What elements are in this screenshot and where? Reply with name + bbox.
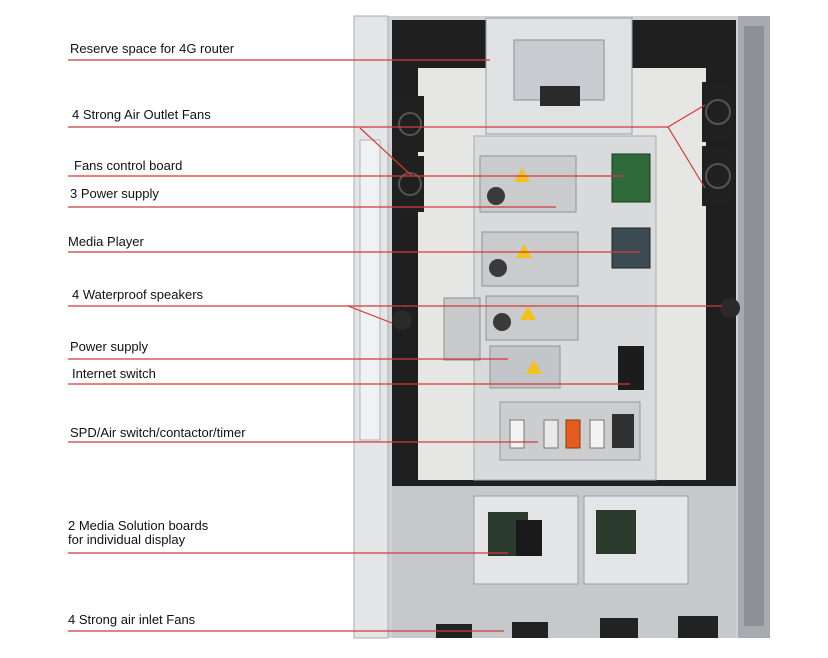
label-internet-switch: Internet switch bbox=[72, 366, 156, 381]
power-supplies bbox=[479, 155, 579, 389]
internet-switch bbox=[618, 346, 644, 390]
label-outlet-fans: 4 Strong Air Outlet Fans bbox=[72, 107, 211, 122]
label-speakers: 4 Waterproof speakers bbox=[72, 287, 204, 302]
label-fans-control: Fans control board bbox=[74, 158, 183, 173]
speaker-left bbox=[392, 310, 412, 330]
leader-lines bbox=[68, 59, 722, 632]
fans-control-board bbox=[611, 153, 651, 203]
label-router: Reserve space for 4G router bbox=[70, 41, 235, 56]
label-media-player: Media Player bbox=[68, 234, 144, 249]
spd-breakers bbox=[499, 401, 641, 461]
label-power-supply-3: 3 Power supply bbox=[70, 186, 159, 201]
label-power-supply: Power supply bbox=[70, 339, 149, 354]
label-spd: SPD/Air switch/contactor/timer bbox=[70, 425, 246, 440]
outlet-fans-right bbox=[702, 82, 734, 206]
inlet-fans bbox=[436, 616, 718, 638]
media-player bbox=[611, 227, 651, 269]
outlet-fans-left bbox=[396, 96, 424, 212]
label-inlet-fans: 4 Strong air inlet Fans bbox=[68, 612, 196, 627]
label-media-boards: 2 Media Solution boards for individual d… bbox=[68, 518, 209, 547]
speaker-right bbox=[720, 298, 740, 318]
